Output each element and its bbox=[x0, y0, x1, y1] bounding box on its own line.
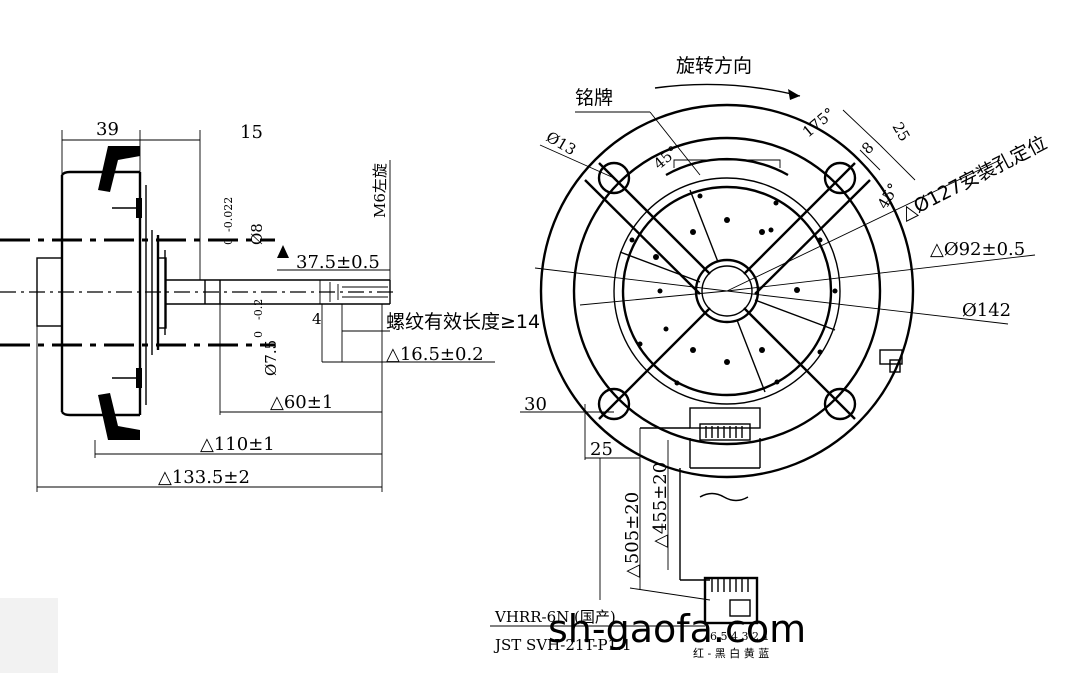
dim-37-5: 37.5±0.5 bbox=[296, 252, 380, 273]
mount-hole-br bbox=[823, 387, 857, 421]
dim-30: 30 bbox=[524, 394, 547, 415]
top-bracket bbox=[98, 146, 140, 192]
dim-4: 4 bbox=[312, 310, 322, 328]
nameplate bbox=[665, 157, 789, 177]
flat-tol-upper: 0 bbox=[252, 331, 265, 338]
side-view: 39 15 0 -0.022 Ø8 0 -0.2 Ø7.5 4 M6左旋 37.… bbox=[0, 119, 540, 492]
flat-tol-lower: -0.2 bbox=[252, 299, 265, 320]
rotation-label: 旋转方向 bbox=[676, 55, 752, 77]
mount-hole-tr bbox=[823, 161, 857, 195]
dim-142: Ø142 bbox=[962, 300, 1011, 321]
mount-hole-bl bbox=[597, 387, 631, 421]
lead-505: △505±20 bbox=[622, 492, 643, 578]
mount-hole-tl bbox=[597, 161, 631, 195]
mount-hole-dia: △Ø127安装孔定位 bbox=[897, 132, 1050, 225]
connector-1: VHRR-6N (国产) bbox=[494, 608, 616, 626]
front-view: 铭牌 旋转方向 175° 45° 45° 25 8 Ø13 △Ø127安装孔定位… bbox=[490, 55, 1051, 660]
dim-16-5: △16.5±0.2 bbox=[386, 344, 484, 365]
angle-175: 175° bbox=[799, 104, 838, 141]
dim-39: 39 bbox=[96, 119, 119, 140]
dim-133-5: △133.5±2 bbox=[158, 467, 250, 488]
watermark: sh-gaofa.com bbox=[548, 607, 806, 651]
dim-110: △110±1 bbox=[200, 434, 275, 455]
shaft-dia: Ø8 bbox=[248, 223, 266, 245]
lead-exit bbox=[689, 407, 761, 429]
outer-ring-142 bbox=[539, 103, 915, 479]
ring-92 bbox=[613, 177, 841, 405]
dim-8: 8 bbox=[858, 138, 877, 157]
dim-25-bottom: 25 bbox=[590, 439, 613, 460]
rotor-marks bbox=[629, 193, 838, 386]
rotation-arrow bbox=[654, 83, 801, 97]
corner-overlay bbox=[0, 598, 58, 673]
lead-pins-top bbox=[705, 426, 743, 438]
thread-length: 螺纹有效长度≥14 bbox=[386, 311, 540, 333]
wire-colors: 红 - 黑 白 黄 蓝 bbox=[693, 646, 769, 660]
thread-spec: M6左旋 bbox=[371, 163, 389, 218]
shaft-dia-tol-upper: 0 bbox=[222, 238, 235, 245]
shaft-dia-tol-lower: -0.022 bbox=[222, 197, 235, 232]
lead-455: △455±20 bbox=[650, 462, 671, 548]
end-connector bbox=[703, 576, 759, 625]
dim-15: 15 bbox=[240, 122, 263, 143]
dim-92: △Ø92±0.5 bbox=[930, 239, 1025, 260]
pin-numbers: 6 5 4 3 2 1 bbox=[710, 630, 769, 643]
nameplate-label: 铭牌 bbox=[575, 87, 613, 109]
bottom-bracket bbox=[98, 393, 140, 440]
dim-25-top: 25 bbox=[889, 119, 914, 145]
ring-127 bbox=[572, 136, 882, 446]
connector-2: JST SVH-21T-P1.1 bbox=[493, 636, 632, 654]
flat-dia: Ø7.5 bbox=[262, 340, 280, 376]
motor-body bbox=[60, 170, 140, 417]
connector-pins bbox=[711, 578, 749, 592]
dim-60: △60±1 bbox=[270, 392, 333, 413]
